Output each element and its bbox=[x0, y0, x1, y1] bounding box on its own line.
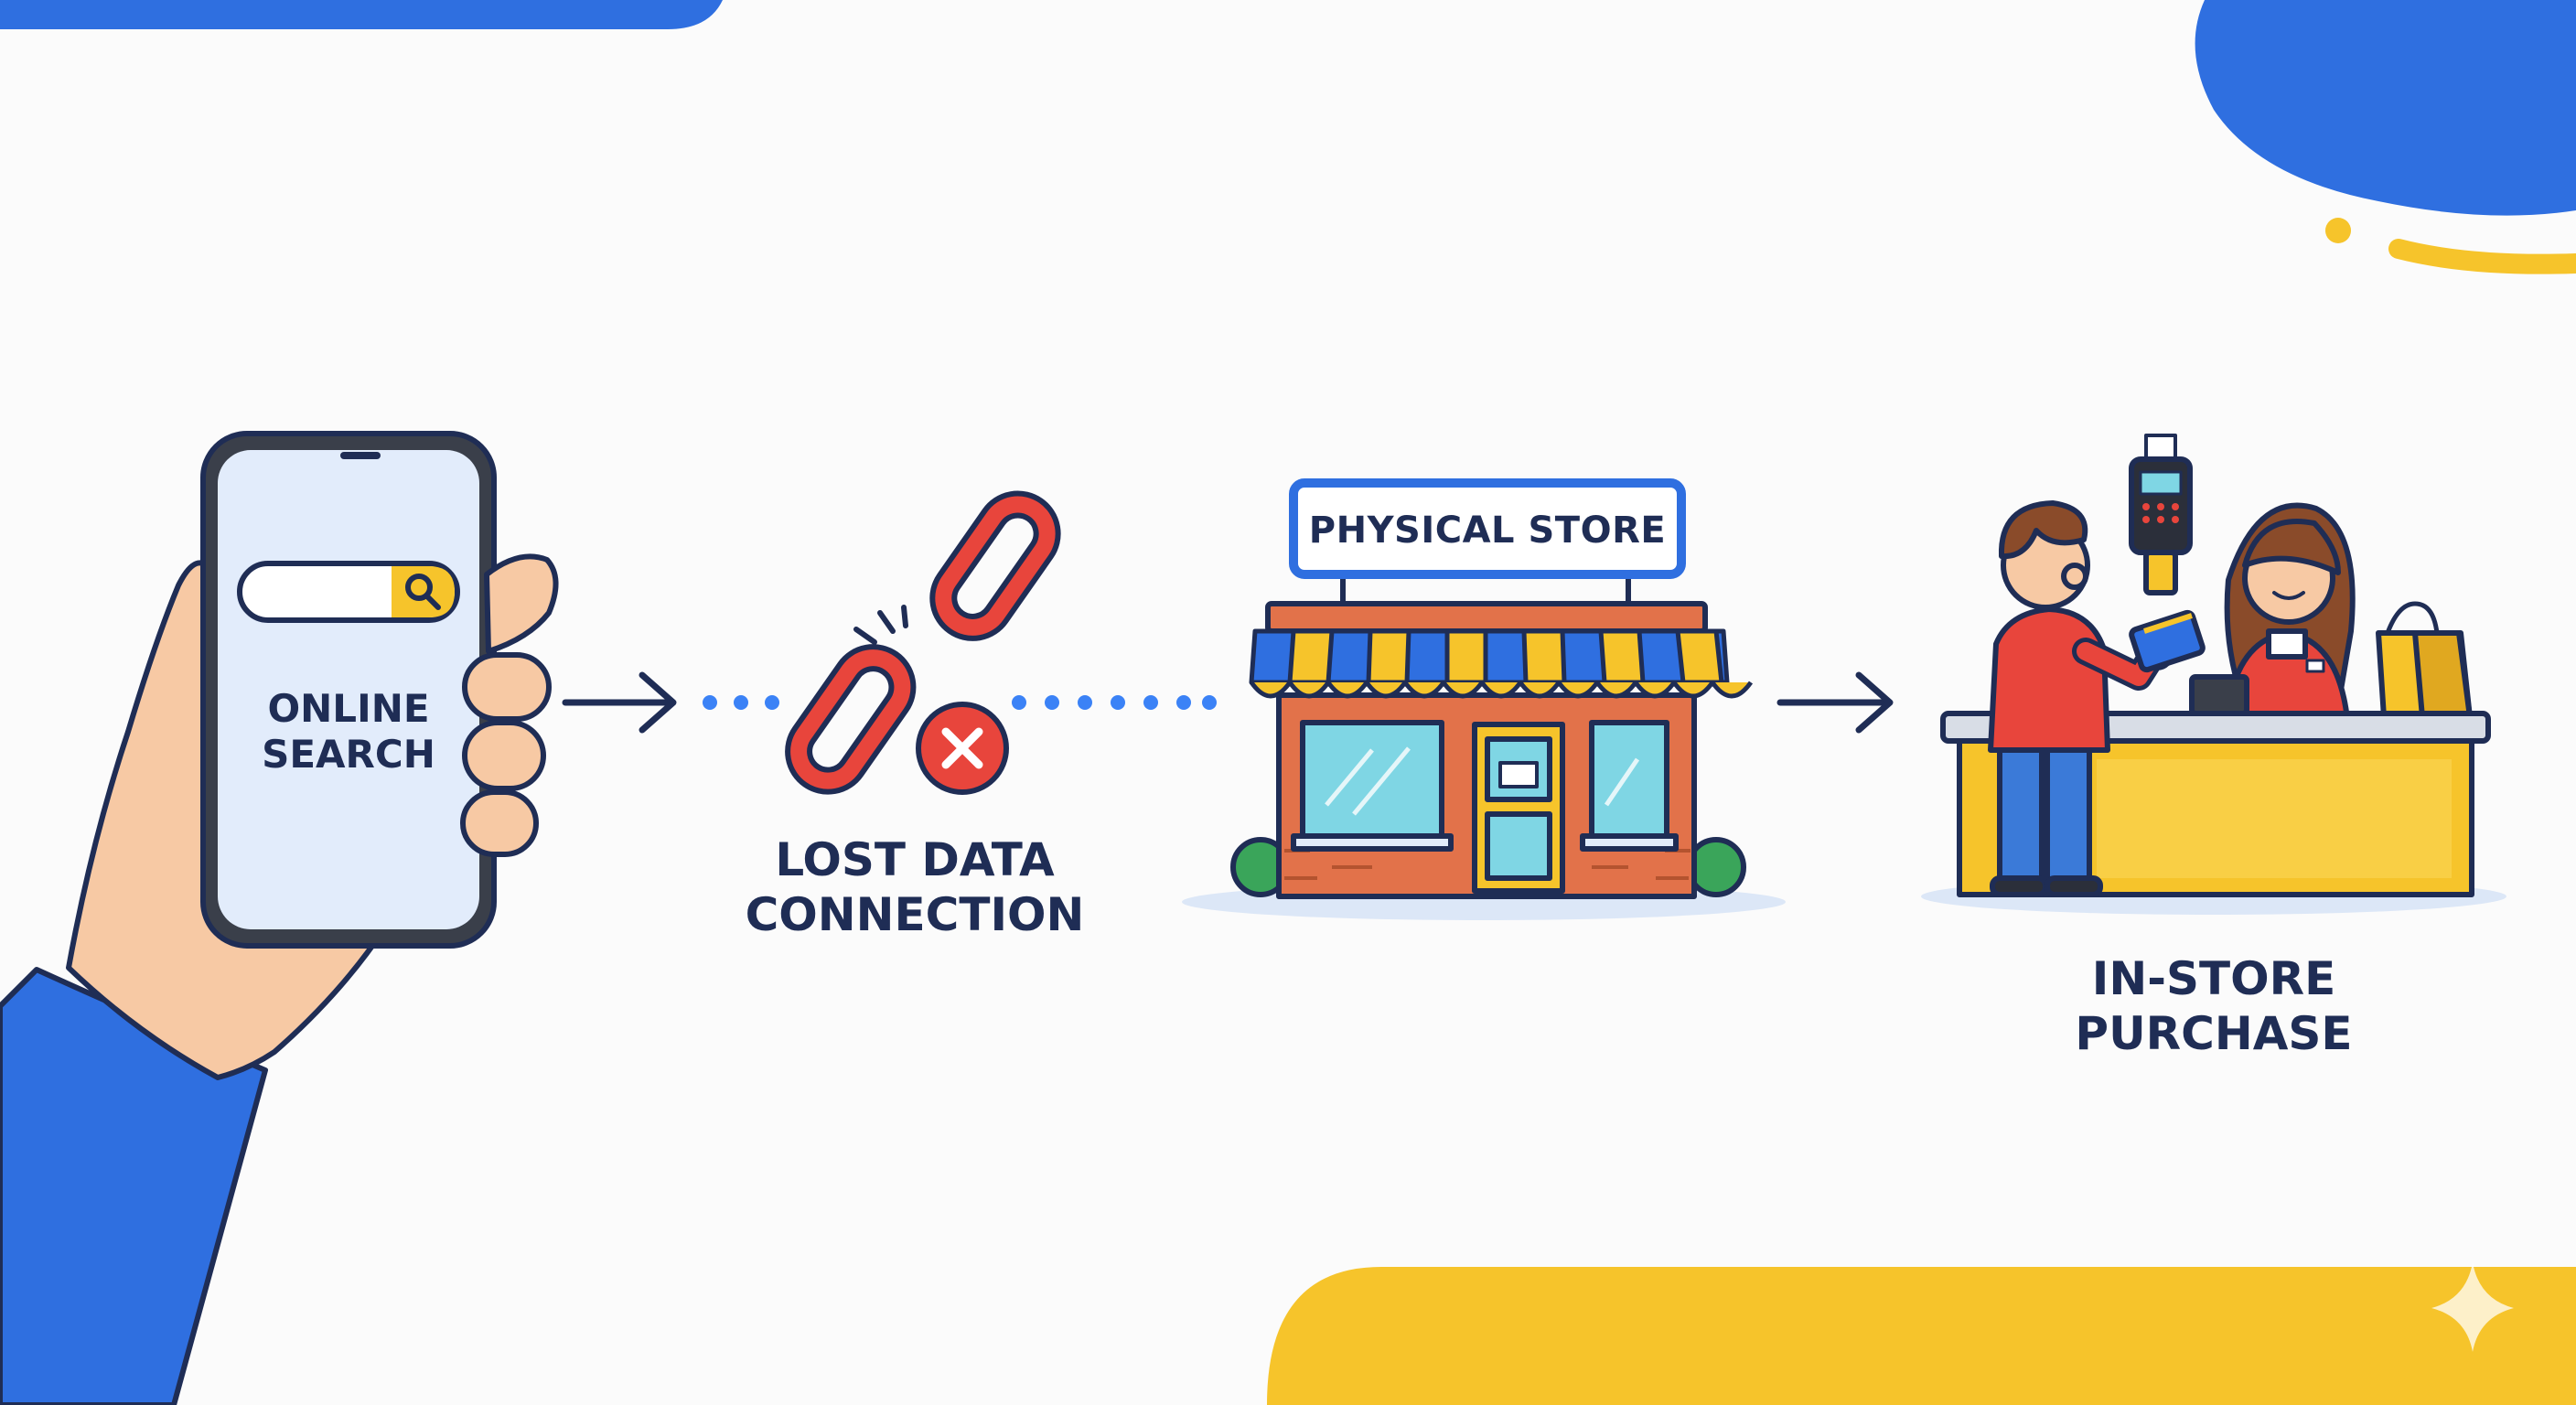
dotted-line-right bbox=[1012, 695, 1217, 710]
customer bbox=[1988, 500, 2174, 897]
in-store-purchase-line1: IN-STORE bbox=[2091, 952, 2336, 1005]
break-sparks bbox=[853, 605, 908, 645]
lost-connection-line1: LOST DATA bbox=[775, 833, 1055, 886]
sparkle-icon bbox=[2431, 1262, 2514, 1352]
online-search-line1: ONLINE bbox=[267, 686, 430, 731]
x-circle-icon bbox=[916, 702, 1009, 795]
finger-1 bbox=[484, 553, 559, 654]
awning bbox=[1249, 628, 1754, 699]
store-window-right bbox=[1589, 720, 1669, 839]
cash-register bbox=[2189, 674, 2249, 716]
lost-connection-line2: CONNECTION bbox=[745, 888, 1085, 941]
online-search-line2: SEARCH bbox=[262, 732, 435, 778]
store-sign-label: PHYSICAL STORE bbox=[1308, 509, 1667, 552]
in-store-purchase-line2: PURCHASE bbox=[2075, 1007, 2353, 1060]
lost-connection-label: LOST DATA CONNECTION bbox=[714, 832, 1116, 942]
online-search-label: ONLINE SEARCH bbox=[218, 686, 479, 778]
search-icon bbox=[405, 574, 441, 610]
store-window-left bbox=[1300, 720, 1444, 839]
top-right-blue-blob bbox=[2195, 0, 2576, 216]
smartphone-icon bbox=[200, 431, 497, 949]
finger-2 bbox=[462, 652, 552, 722]
top-left-blue-bar bbox=[0, 0, 723, 29]
finger-4 bbox=[460, 789, 539, 857]
bottom-yellow-band bbox=[1267, 1267, 2576, 1405]
finger-3 bbox=[462, 720, 546, 791]
in-store-purchase-label: IN-STORE PURCHASE bbox=[2012, 951, 2415, 1061]
card-terminal-icon bbox=[2129, 434, 2193, 595]
cashier bbox=[2224, 502, 2356, 722]
arrow-right-icon-1 bbox=[562, 671, 677, 734]
arrow-right-icon-2 bbox=[1776, 671, 1894, 734]
yellow-dot bbox=[2325, 218, 2351, 243]
dotted-line-left bbox=[703, 695, 779, 710]
yellow-stroke bbox=[2388, 239, 2576, 274]
shopping-bag bbox=[2376, 601, 2473, 720]
door-sign bbox=[1498, 761, 1539, 788]
credit-card-icon bbox=[2129, 609, 2206, 673]
